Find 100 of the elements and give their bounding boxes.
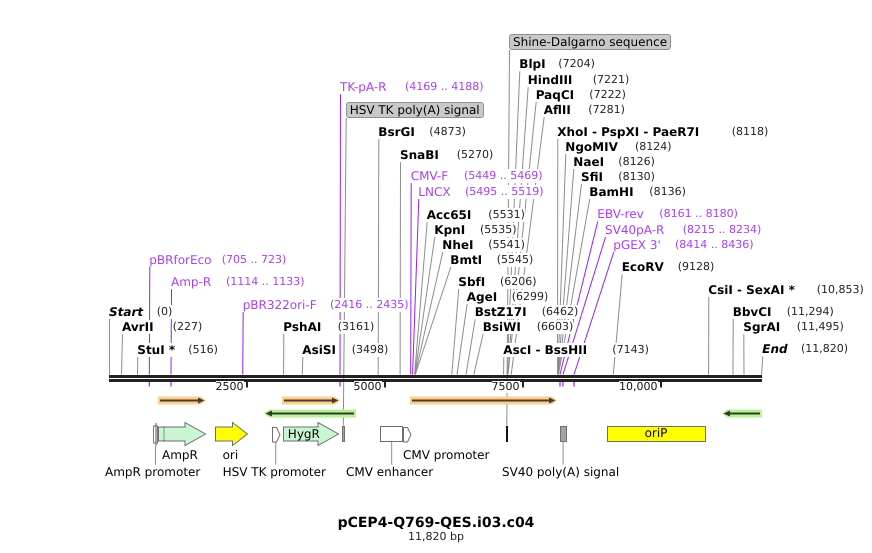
enzyme-name: BstZ17I <box>474 305 527 320</box>
leader-line <box>574 252 614 375</box>
primer-range: (4169 .. 4188) <box>405 80 484 94</box>
enzyme-name: BbvCI <box>732 305 772 319</box>
leader-line <box>414 252 444 375</box>
enzyme-name: CsiI - SexAI * <box>708 283 795 297</box>
site-position: (7222) <box>589 88 626 102</box>
leader-line <box>414 266 452 375</box>
promoter-feature <box>272 427 280 442</box>
site-position: (0) <box>156 304 172 319</box>
site-position: (6299) <box>512 290 548 304</box>
leader-line <box>242 312 244 375</box>
feature-block <box>560 426 567 442</box>
leader-line <box>137 356 138 375</box>
enzyme-name: AsiSI <box>302 343 336 357</box>
feature-block: oriP <box>606 426 706 442</box>
site-position: (11,294) <box>786 305 834 319</box>
primer-name: SV40pA-R <box>605 223 664 237</box>
enzyme-name: AvrII <box>122 320 154 334</box>
leader-line <box>391 441 392 466</box>
feature-tag: HSV TK poly(A) signal <box>346 102 484 118</box>
enzyme-name: BsiWI <box>482 320 521 334</box>
leader-line <box>503 356 504 375</box>
site-position: (8118) <box>732 124 768 139</box>
primer-name: Amp-R <box>171 275 212 290</box>
primer-range: (8161 .. 8180) <box>659 207 738 222</box>
leader-line <box>743 334 744 375</box>
diagram-title: pCEP4-Q769-QES.i03.c04 <box>338 516 534 530</box>
site-position: (7204) <box>558 57 595 72</box>
site-position: (8136) <box>649 184 686 199</box>
scale-label: 5000 <box>354 381 382 393</box>
enzyme-name: SnaBI <box>400 148 439 162</box>
leader-line <box>761 356 764 375</box>
leader-line <box>414 236 436 375</box>
leader-line <box>378 138 380 375</box>
site-position: (7143) <box>612 343 649 357</box>
site-position: (8124) <box>634 140 672 154</box>
site-position: (3498) <box>352 343 388 357</box>
leader-line <box>121 334 123 375</box>
primer-name: pBRforEco <box>149 253 212 267</box>
enzyme-name: NaeI <box>573 155 604 169</box>
feature-label: CMV promoter <box>403 448 490 462</box>
site-position: (11,820) <box>800 342 848 356</box>
reading-frame-band <box>282 396 340 405</box>
primer-range: (705 .. 723) <box>222 253 286 267</box>
leader-line <box>340 94 341 375</box>
diagram-caption: 11,820 bp <box>408 530 464 542</box>
site-position: (7221) <box>592 73 630 87</box>
primer-range: (5495 .. 5519) <box>464 184 544 199</box>
enzyme-name: AscI - BssHII <box>503 343 588 357</box>
scale-label: 10,000 <box>619 381 658 393</box>
site-position: (5545) <box>496 253 534 267</box>
reading-frame-band <box>410 396 556 405</box>
leader-line <box>410 182 412 375</box>
leader-line <box>283 334 284 375</box>
site-position: (6206) <box>500 274 537 289</box>
enzyme-name: Start <box>109 304 144 319</box>
enzyme-name: PshAI <box>283 320 322 334</box>
feature-label: AmpR <box>162 448 198 462</box>
leader-line <box>155 446 156 466</box>
feature-label: HSV TK promoter <box>222 464 326 479</box>
enzyme-name: NgoMIV <box>565 140 618 154</box>
site-position: (9128) <box>678 260 714 274</box>
site-position: (8126) <box>618 155 655 169</box>
enzyme-name: HindIII <box>528 73 572 87</box>
enzyme-name: BlpI <box>519 57 546 72</box>
enzyme-name: BmtI <box>450 253 482 267</box>
feature-tag: Shine-Dalgarno sequence <box>509 34 672 50</box>
leader-line <box>562 236 606 375</box>
site-position: (8130) <box>618 170 655 184</box>
enzyme-name: XhoI - PspXI - PaeR7I <box>557 124 700 139</box>
primer-range: (8414 .. 8436) <box>674 238 754 252</box>
enzyme-name: NheI <box>442 238 474 252</box>
enzyme-name: AgeI <box>466 290 498 304</box>
leader-line <box>302 356 304 375</box>
primer-name: CMV-F <box>410 169 448 183</box>
primer-name: pGEX 3' <box>613 238 661 252</box>
leader-line <box>473 333 484 375</box>
promoter-feature <box>152 423 158 446</box>
site-position: (11,495) <box>796 320 844 334</box>
scale-label: 2500 <box>216 381 244 393</box>
enzyme-name: End <box>762 342 788 356</box>
feature-label: SV40 poly(A) signal <box>502 464 620 479</box>
primer-range: (1114 .. 1133) <box>226 275 305 290</box>
site-position: (5535) <box>480 223 517 237</box>
primer-name: EBV-rev <box>597 207 644 222</box>
site-position: (4873) <box>429 124 466 139</box>
primer-name: LNCX <box>418 184 451 199</box>
primer-range: (5449 .. 5469) <box>464 169 543 183</box>
reading-frame-band <box>722 408 762 418</box>
site-position: (5270) <box>456 148 494 162</box>
site-position: (6603) <box>536 320 574 334</box>
feature-label: HygR <box>288 427 320 441</box>
enzyme-name: PaqCI <box>536 88 574 102</box>
site-position: (5541) <box>488 238 525 252</box>
enzyme-name: SfiI <box>581 170 604 184</box>
site-position: (516) <box>188 343 218 357</box>
leader-line <box>456 303 468 375</box>
site-position: (6462) <box>542 305 578 320</box>
feature-label: ori <box>222 448 238 462</box>
